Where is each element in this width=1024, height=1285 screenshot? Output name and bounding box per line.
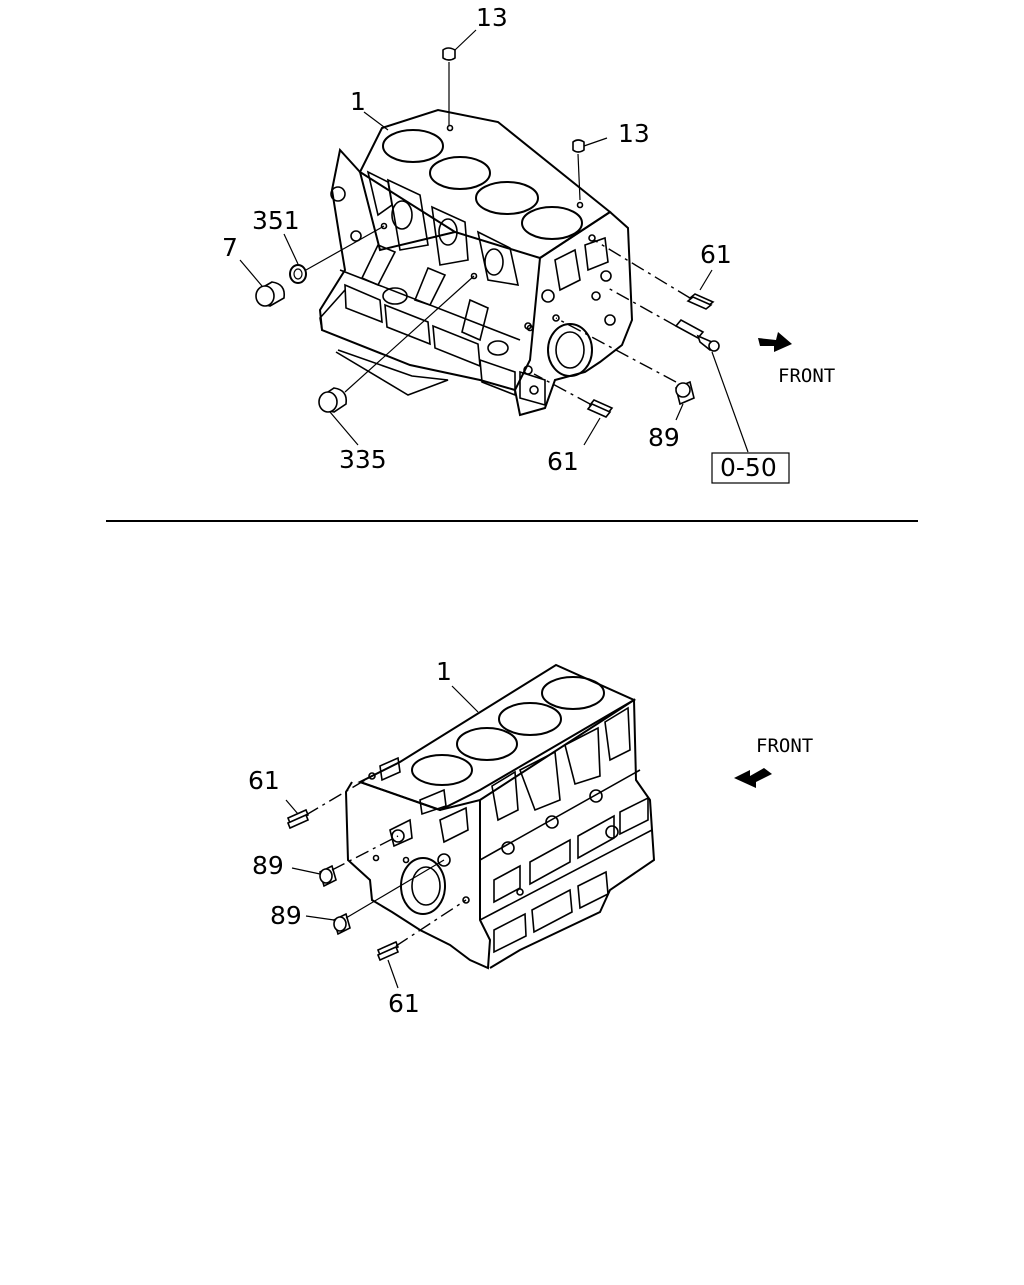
part-13-plug-top	[442, 29, 477, 126]
part-351-washer	[283, 225, 385, 284]
label-front-bottom: FRONT	[756, 735, 813, 757]
part-89-plug-upper	[291, 835, 399, 888]
label-1-bottom: 1	[436, 657, 452, 686]
label-89-lower: 89	[270, 901, 302, 930]
label-61-upper: 61	[248, 766, 280, 795]
part-335-plug	[318, 275, 475, 446]
cylinder-block-bottom	[344, 663, 656, 970]
label-351: 351	[252, 206, 300, 235]
label-335: 335	[339, 445, 387, 474]
pan-flange-outline	[335, 349, 449, 396]
part-61-stud-top-right	[593, 239, 715, 310]
part-13-plug-right	[572, 137, 608, 201]
label-1-top: 1	[350, 87, 366, 116]
reference-box	[711, 452, 790, 484]
part-61-stud-bottom	[533, 373, 614, 446]
part-61-stud-lower	[376, 899, 467, 989]
label-61-lower: 61	[388, 989, 420, 1018]
bottom-view: 1 FRONT 61 89 89 61	[248, 657, 813, 1018]
label-61-bottom: 61	[547, 447, 579, 476]
part-89-plug-lower	[305, 859, 445, 936]
label-front-top: FRONT	[778, 365, 835, 387]
label-13-top: 13	[476, 3, 508, 32]
part-7-plug	[239, 259, 286, 307]
label-89-top: 89	[648, 423, 680, 452]
label-89-upper: 89	[252, 851, 284, 880]
label-ref-0-50: 0-50	[720, 453, 777, 482]
label-61-top-right: 61	[700, 240, 732, 269]
leader-1-bottom	[451, 685, 479, 713]
part-89-plug-top	[555, 317, 695, 421]
part-61-stud-upper	[285, 775, 373, 830]
front-arrow-icon	[734, 768, 772, 788]
top-view: 13 1 13 351 7 61 FRONT 335 61 89 0-50	[222, 3, 835, 484]
label-13-right: 13	[618, 119, 650, 148]
leader-1-top	[363, 111, 389, 131]
front-arrow-icon	[758, 332, 792, 352]
cylinder-block-top	[318, 108, 634, 417]
label-7: 7	[222, 233, 238, 262]
part-0-50-sensor	[607, 287, 749, 453]
